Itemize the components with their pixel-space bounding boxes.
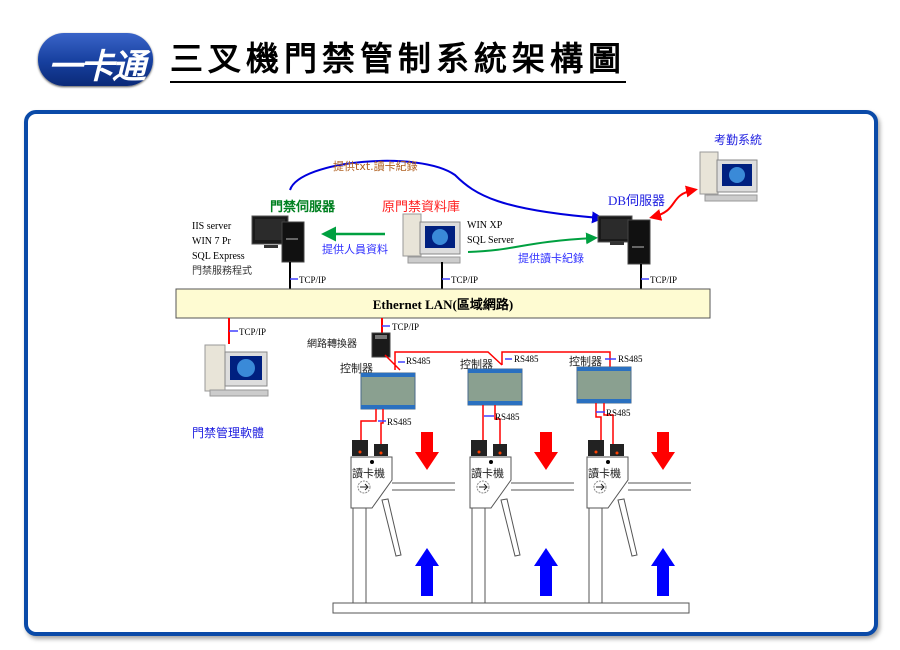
tcp-label: TCP/IP — [650, 275, 677, 285]
entry-direction-arrow-icon — [415, 432, 439, 470]
entry-direction-arrow-icon — [534, 432, 558, 470]
access-server-spec: SQL Express — [192, 251, 245, 262]
legacy-db-spec: WIN XP — [467, 220, 503, 231]
flow-db-attendance-arrow — [649, 185, 698, 221]
turnstile: 讀卡機 — [350, 432, 455, 612]
turnstile: 讀卡機 — [469, 432, 574, 612]
card-reader-label: 讀卡機 — [588, 466, 621, 480]
page-title: 三叉機門禁管制系統架構圖 — [170, 38, 626, 83]
tcp-label: TCP/IP — [299, 275, 326, 285]
tcp-label: TCP/IP — [392, 322, 419, 332]
exit-direction-arrow-icon — [651, 548, 675, 596]
card-reader-icon — [374, 444, 388, 456]
attendance-icon — [699, 151, 758, 202]
exit-direction-arrow-icon — [534, 548, 558, 596]
rs485-label: RS485 — [618, 354, 643, 364]
controller: 控制器 — [460, 357, 523, 406]
card-reader-icon — [471, 440, 487, 456]
controller-board-icon — [576, 366, 632, 404]
card-reader-icon — [588, 440, 604, 456]
controller-board-icon — [360, 372, 416, 410]
converter-label: 網路轉換器 — [307, 337, 357, 350]
legacy-db-icon — [402, 213, 461, 264]
flow-txt-records-label: 提供txt.讀卡紀錄 — [333, 159, 418, 173]
card-reader-label: 讀卡機 — [471, 466, 504, 480]
mgmt-software-title: 門禁管理軟體 — [192, 425, 264, 440]
access-server-spec: WIN 7 Pr — [192, 236, 232, 247]
flow-personnel-label: 提供人員資料 — [322, 242, 388, 256]
access-server-icon — [251, 215, 305, 263]
access-server-spec: 門禁服務程式 — [192, 264, 252, 277]
card-reader-label: 讀卡機 — [352, 466, 385, 480]
legacy-db-title: 原門禁資料庫 — [382, 200, 460, 215]
exit-direction-arrow-icon — [415, 548, 439, 596]
rs485-label: RS485 — [406, 356, 431, 366]
controller: 控制器 — [340, 361, 416, 410]
legacy-db-spec: SQL Server — [467, 235, 515, 246]
ethernet-lan-label: Ethernet LAN(區域網路) — [373, 297, 513, 312]
tcp-label: TCP/IP — [451, 275, 478, 285]
turnstile: 讀卡機 — [586, 432, 691, 612]
brand-logo: 一卡通 — [38, 33, 153, 87]
access-server-spec: IIS server — [192, 221, 232, 232]
db-server-icon — [597, 215, 651, 265]
attendance-title: 考勤系統 — [714, 133, 762, 147]
rs485-label: RS485 — [606, 408, 631, 418]
card-reader-icon — [352, 440, 368, 456]
rs485-label: RS485 — [514, 354, 539, 364]
flow-card-records-arrow — [467, 232, 598, 253]
controller-label: 控制器 — [460, 357, 493, 371]
network-converter-icon — [371, 332, 391, 358]
card-reader-icon — [610, 444, 624, 456]
entry-direction-arrow-icon — [651, 432, 675, 470]
mgmt-software-icon — [204, 344, 269, 397]
ethernet-lan-bar — [175, 288, 711, 319]
brand-logo-text: 一卡通 — [48, 47, 146, 87]
rs485-label: RS485 — [495, 412, 520, 422]
db-server-title: DB伺服器 — [608, 193, 665, 208]
card-reader-icon — [493, 444, 507, 456]
controller-board-icon — [467, 368, 523, 406]
turnstile-base — [332, 602, 690, 614]
access-server-title: 門禁伺服器 — [270, 199, 336, 215]
flow-card-records-label: 提供讀卡紀錄 — [518, 251, 584, 265]
controller-label: 控制器 — [340, 361, 373, 375]
flow-txt-records-arrow — [289, 159, 604, 224]
rs485-label: RS485 — [387, 417, 412, 427]
controller: 控制器 — [569, 354, 632, 404]
tcp-label: TCP/IP — [239, 327, 266, 337]
controller-label: 控制器 — [569, 354, 602, 368]
rs485-bus — [384, 351, 611, 371]
